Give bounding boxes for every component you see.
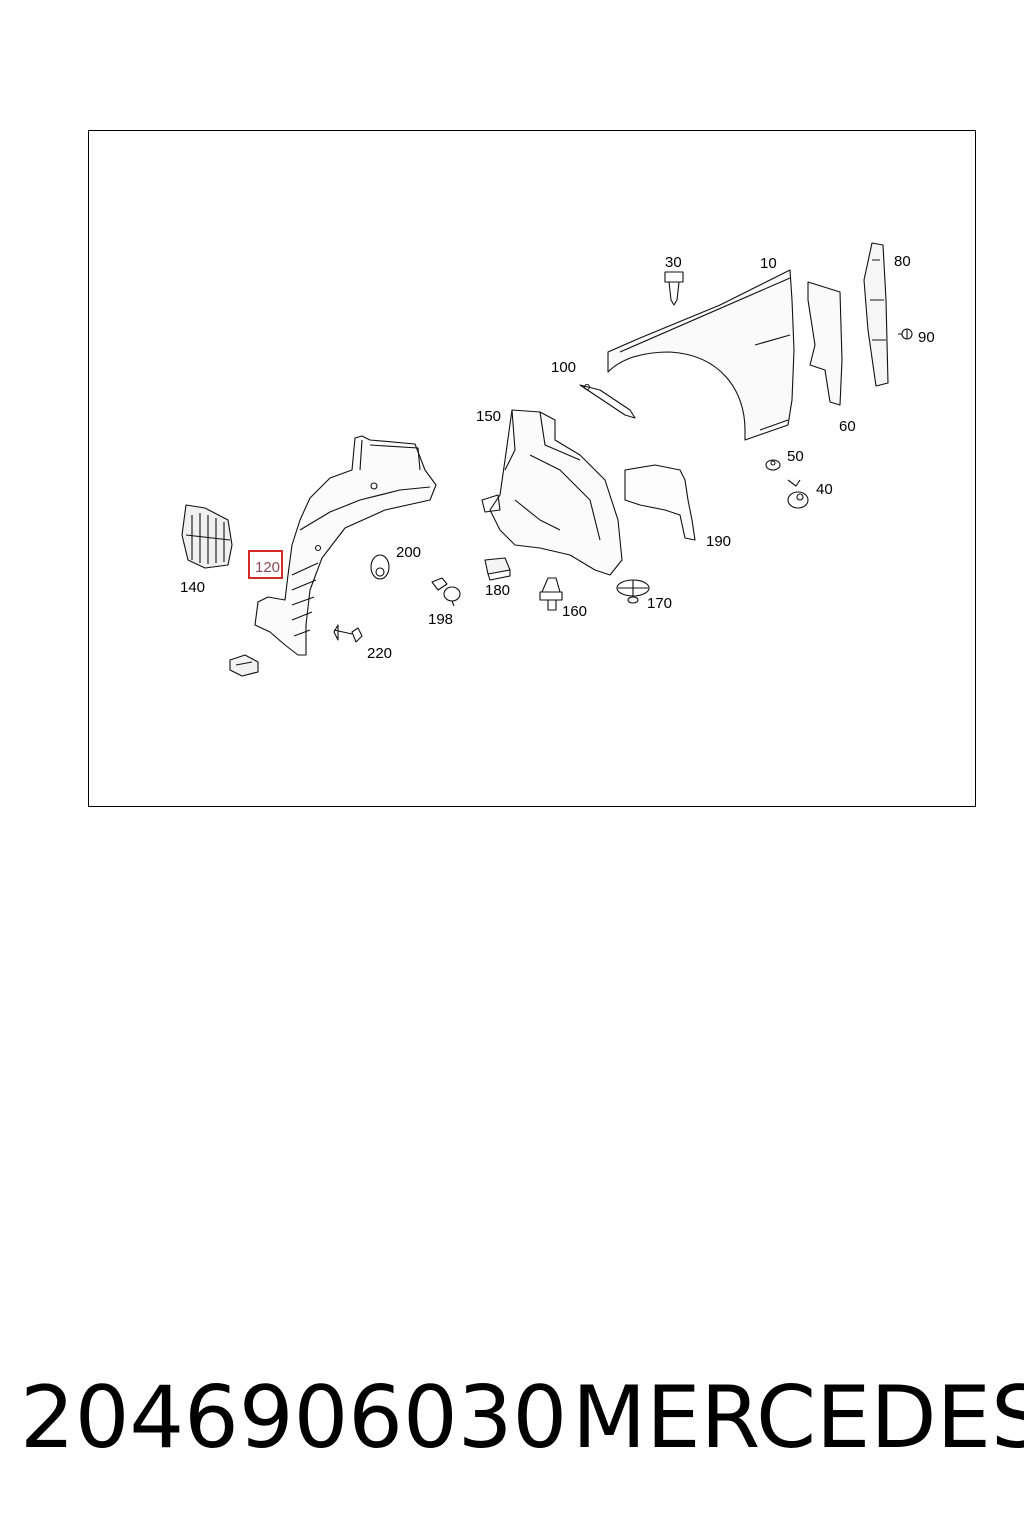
callout-140: 140 (180, 579, 206, 596)
insulation-part-190 (624, 464, 696, 541)
callout-160: 160 (562, 603, 588, 620)
callout-190: 190 (706, 533, 732, 550)
callout-150: 150 (476, 408, 502, 425)
rivet-part-220 (333, 624, 363, 643)
highlight-box (248, 550, 283, 579)
callout-80: 80 (894, 253, 911, 270)
part-number: 2046906030 (20, 1368, 568, 1468)
callout-10: 10 (760, 255, 777, 272)
clip-part-90 (898, 328, 913, 340)
callout-200: 200 (396, 544, 422, 561)
seal-part-60 (807, 281, 843, 406)
callout-220: 220 (367, 645, 393, 662)
callout-120: 120 (255, 559, 281, 576)
diagram-frame (88, 130, 976, 807)
air-grille-part-140 (181, 504, 233, 569)
fender-part (607, 269, 795, 441)
callout-40: 40 (816, 481, 833, 498)
brand-name: MERCEDES (572, 1368, 1024, 1468)
callout-90: 90 (918, 329, 935, 346)
callout-198: 198 (428, 611, 454, 628)
strip-part-80 (863, 242, 889, 387)
bracket-part-100 (579, 383, 636, 419)
clip-part-170 (616, 579, 650, 604)
callout-60: 60 (839, 418, 856, 435)
callout-100: 100 (551, 359, 577, 376)
wheel-arch-liner-part-120 (254, 435, 437, 656)
liner-panel-part-150 (481, 409, 623, 576)
nut-part-180 (484, 557, 511, 581)
callout-50: 50 (787, 448, 804, 465)
clip-nut-part (229, 654, 259, 677)
clip-part-200 (370, 554, 390, 580)
callout-180: 180 (485, 582, 511, 599)
callout-170: 170 (647, 595, 673, 612)
bolt-part-30 (664, 271, 684, 306)
screw-part-40 (787, 479, 809, 509)
screw-part-198 (431, 577, 461, 607)
rivet-part-160 (539, 577, 563, 611)
callout-30: 30 (665, 254, 682, 271)
nut-part-50 (765, 459, 781, 471)
